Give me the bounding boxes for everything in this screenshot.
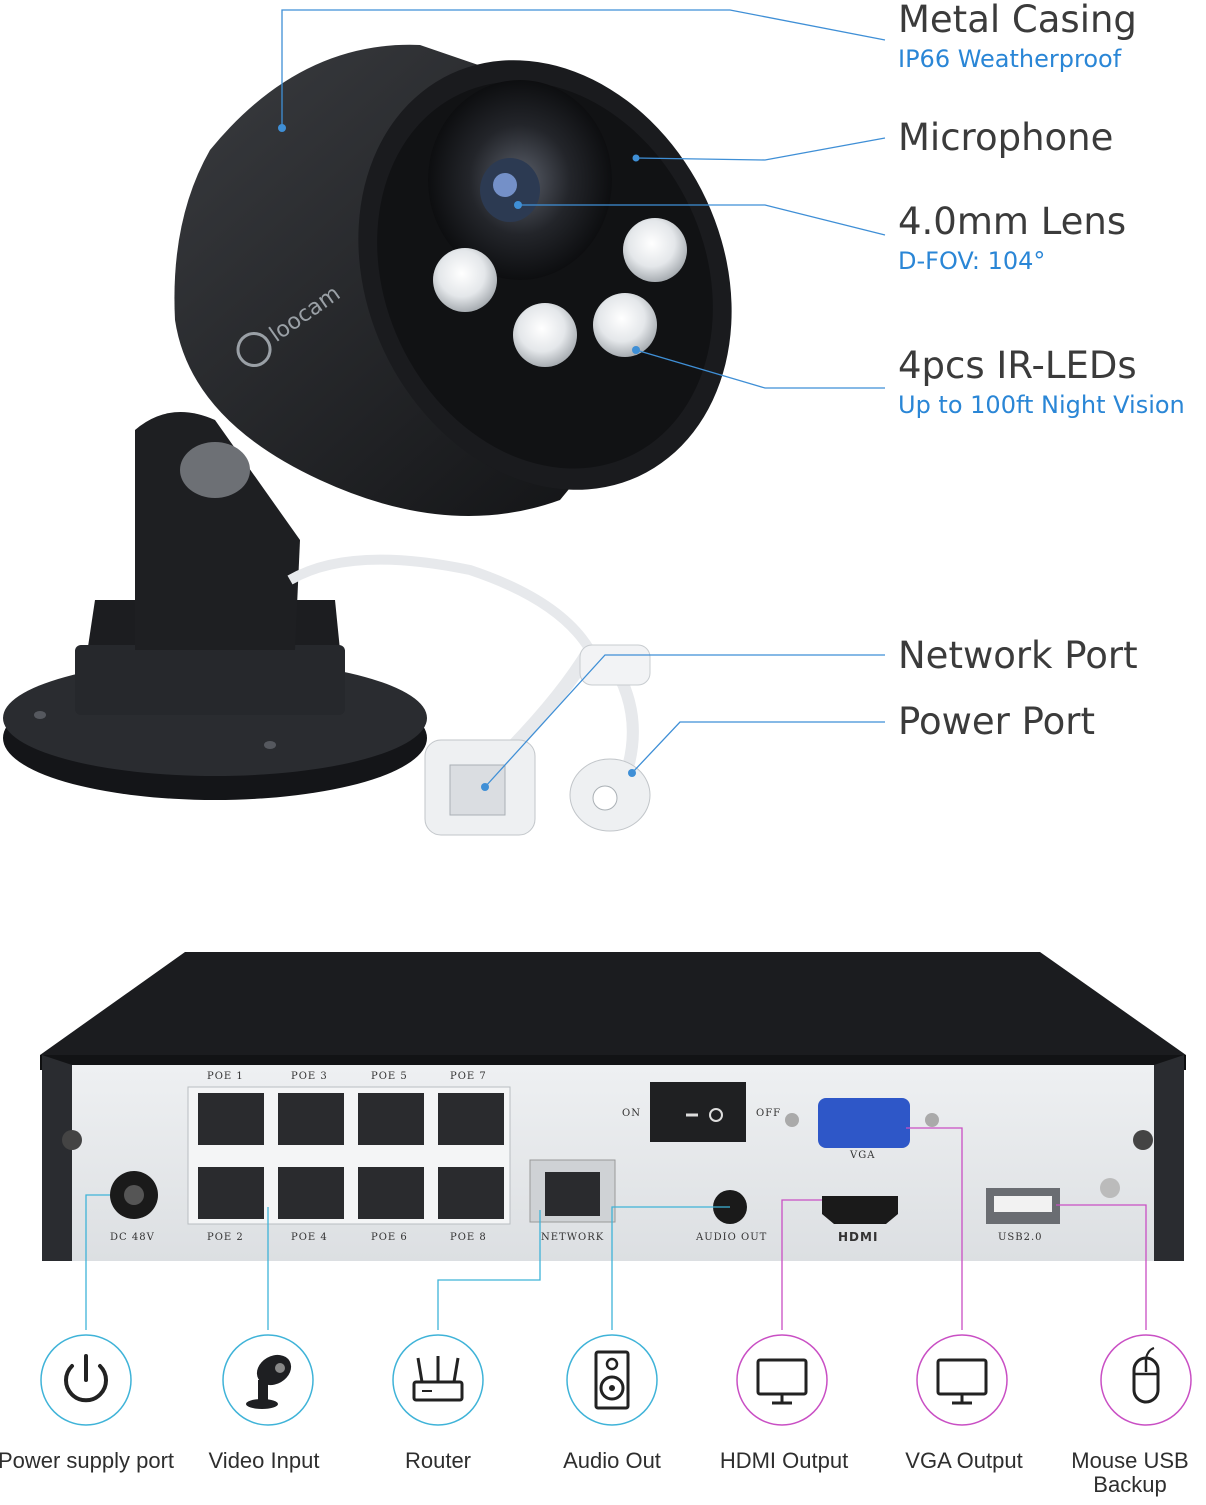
label-poe-8: POE 8 bbox=[450, 1232, 487, 1243]
hdmi-port bbox=[822, 1196, 898, 1224]
mouse-icon bbox=[1100, 1334, 1192, 1426]
monitor-icon bbox=[916, 1334, 1008, 1426]
label-hdmi: HDMI bbox=[838, 1230, 879, 1244]
legend-video bbox=[222, 1334, 314, 1426]
power-icon bbox=[40, 1334, 132, 1426]
label-poe-2: POE 2 bbox=[207, 1232, 244, 1243]
legend-audio bbox=[566, 1334, 658, 1426]
label-poe-3: POE 3 bbox=[291, 1071, 328, 1082]
callout-title: Metal Casing bbox=[898, 0, 1137, 41]
callout-subtitle: Up to 100ft Night Vision bbox=[898, 391, 1185, 419]
callout-title: Microphone bbox=[898, 116, 1114, 159]
label-network: NETWORK bbox=[541, 1232, 605, 1243]
rj45-connector bbox=[424, 739, 536, 836]
callout-title: Network Port bbox=[898, 634, 1138, 677]
legend-power bbox=[40, 1334, 132, 1426]
callout-power-port: Power Port bbox=[898, 702, 1095, 742]
legend-usb bbox=[1100, 1334, 1192, 1426]
label-off: OFF bbox=[756, 1108, 782, 1119]
label-poe-1: POE 1 bbox=[207, 1071, 244, 1082]
legend-label-audio: Audio Out bbox=[563, 1448, 661, 1473]
legend-label-video: Video Input bbox=[208, 1448, 320, 1473]
label-dc: DC 48V bbox=[110, 1232, 155, 1243]
label-on: ON bbox=[622, 1108, 641, 1119]
label-poe-7: POE 7 bbox=[450, 1071, 487, 1082]
label-poe-6: POE 6 bbox=[371, 1232, 408, 1243]
nvr-recorder bbox=[40, 952, 1186, 1261]
camera-leader-lines bbox=[281, 9, 886, 788]
callout-subtitle: IP66 Weatherproof bbox=[898, 45, 1122, 73]
label-poe-4: POE 4 bbox=[291, 1232, 328, 1243]
callout-lens: 4.0mm Lens D-FOV: 104° bbox=[898, 202, 1126, 276]
legend-vga bbox=[916, 1334, 1008, 1426]
camera-leader-dots bbox=[278, 124, 640, 791]
label-poe-5: POE 5 bbox=[371, 1071, 408, 1082]
label-audio-out: AUDIO OUT bbox=[696, 1232, 768, 1243]
callout-network-port: Network Port bbox=[898, 636, 1138, 676]
label-vga: VGA bbox=[850, 1150, 876, 1161]
nvr-leader-lines bbox=[85, 1127, 1147, 1330]
speaker-icon bbox=[566, 1334, 658, 1426]
legend-router bbox=[392, 1334, 484, 1426]
callout-subtitle: D-FOV: 104° bbox=[898, 247, 1046, 275]
callout-title: 4pcs IR-LEDs bbox=[898, 344, 1137, 387]
ir-led-group bbox=[433, 218, 687, 367]
legend-label-router: Router bbox=[404, 1448, 472, 1473]
poe-ports bbox=[198, 1093, 504, 1219]
callout-title: 4.0mm Lens bbox=[898, 200, 1127, 243]
monitor-icon bbox=[736, 1334, 828, 1426]
router-icon bbox=[392, 1334, 484, 1426]
camera: loocam bbox=[3, 44, 732, 836]
callout-metal-casing: Metal Casing IP66 Weatherproof bbox=[898, 0, 1137, 74]
camera-icon bbox=[222, 1334, 314, 1426]
legend-label-usb: Mouse USB Backup bbox=[1071, 1448, 1189, 1497]
callout-microphone: Microphone bbox=[898, 118, 1113, 158]
label-usb: USB2.0 bbox=[998, 1232, 1043, 1243]
callout-ir-leds: 4pcs IR-LEDs Up to 100ft Night Vision bbox=[898, 346, 1185, 420]
camera-mount bbox=[135, 412, 300, 650]
callout-title: Power Port bbox=[898, 700, 1095, 743]
power-switch bbox=[650, 1082, 746, 1142]
vga-port bbox=[818, 1098, 910, 1148]
legend-hdmi bbox=[736, 1334, 828, 1426]
legend-label-power: Power supply port bbox=[0, 1448, 175, 1473]
legend-label-hdmi: HDMI Output bbox=[719, 1448, 849, 1473]
dc-connector bbox=[569, 758, 651, 832]
legend-label-vga: VGA Output bbox=[905, 1448, 1023, 1473]
